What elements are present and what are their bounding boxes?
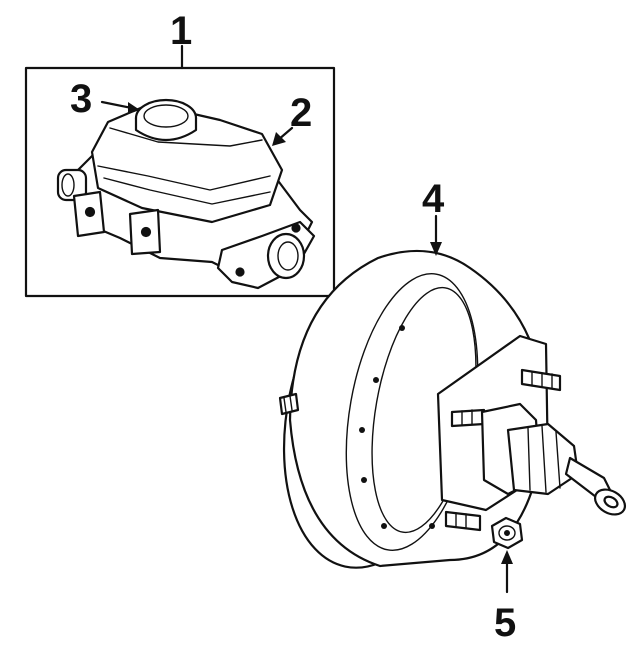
pushrod-boot [480, 402, 627, 516]
master-cylinder-body [56, 98, 316, 290]
master-cylinder-inset [24, 66, 336, 298]
callout-1: 1 [170, 9, 192, 53]
plate-studs [444, 368, 562, 532]
nut [490, 516, 524, 550]
brake-booster [278, 249, 627, 569]
callout-2: 2 [290, 91, 312, 135]
callout-4: 4 [422, 177, 445, 221]
callout-leaders [100, 44, 513, 594]
stud-left [278, 392, 300, 416]
callout-5: 5 [494, 601, 516, 645]
callout-3: 3 [70, 77, 92, 121]
rim-studs [359, 325, 435, 529]
